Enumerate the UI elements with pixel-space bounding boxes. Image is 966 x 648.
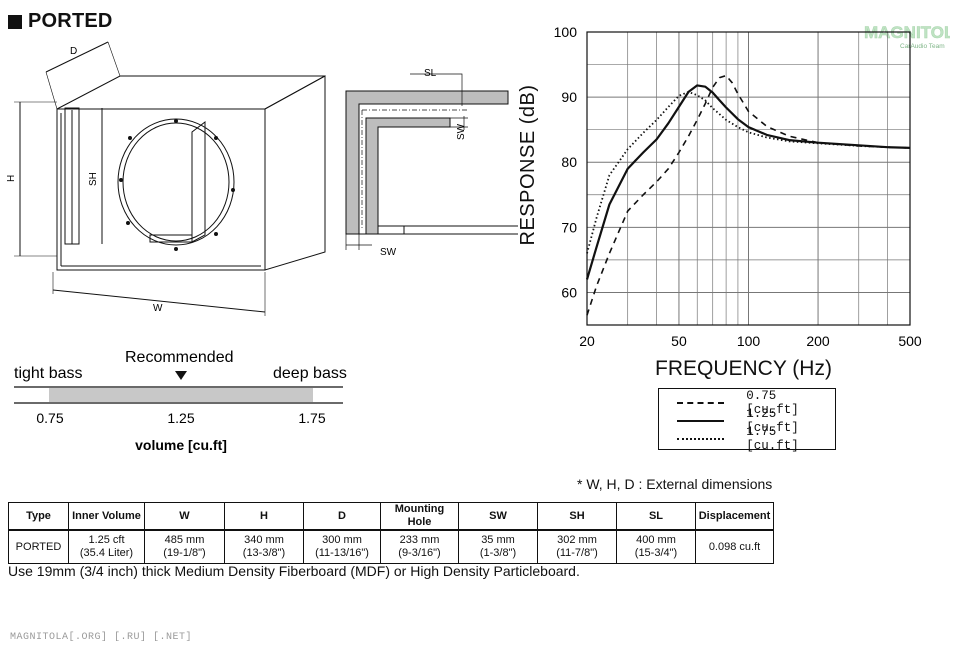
table-cell-line: (15-3/4"): [634, 547, 678, 559]
chart-frame: [586, 31, 911, 326]
chart-ylabel: RESPONSE (dB): [516, 84, 539, 246]
series-line-dotted: [586, 91, 911, 254]
scale-tick-1: 0.75: [36, 410, 63, 426]
page-title: PORTED: [28, 10, 113, 32]
table-cell-line: 233 mm: [399, 534, 440, 546]
label-sl: SL: [424, 68, 437, 79]
table-cell: 1.25 cft(35.4 Liter): [68, 529, 145, 564]
label-sw-bottom: SW: [380, 247, 397, 258]
table-cell-line: 0.098 cu.ft: [708, 540, 761, 553]
table-cell-line: (11-7/8"): [556, 547, 598, 559]
table-cell-line: 300 mm: [322, 534, 362, 546]
material-note: Use 19mm (3/4 inch) thick Medium Density…: [8, 563, 580, 579]
table-cell-line: 1.25 cft: [88, 534, 125, 546]
label-sh: SH: [88, 172, 99, 186]
x-tick-label: 100: [737, 333, 761, 349]
logo-tagline: CarAudio Team: [900, 43, 945, 50]
frequency-response-chart: 60 70 80 90 100 20 50 100 200 500: [554, 24, 922, 349]
section-title: PORTED: [8, 10, 113, 33]
table-cell-line: (19-1/8"): [163, 547, 206, 559]
recommended-volume-band: [49, 388, 313, 402]
table-header-cell: D: [303, 502, 381, 531]
recommended-marker-icon: [175, 371, 187, 380]
legend-item: 0.75 [cu.ft]: [677, 389, 835, 417]
scale-xlabel: volume [cu.ft]: [135, 437, 227, 453]
table-header-cell: W: [144, 502, 225, 531]
y-tick-label: 90: [561, 89, 577, 105]
scale-tick-3: 1.75: [298, 410, 325, 426]
legend-label: 1.25 [cu.ft]: [746, 407, 799, 435]
x-tick-label: 500: [898, 333, 922, 349]
enclosure-isometric-drawing: D H SH W: [6, 41, 326, 316]
table-cell-line: (13-3/8"): [242, 547, 286, 559]
table-cell-line: (11-13/16"): [315, 547, 369, 559]
table-cell-line: (1-3/8"): [479, 547, 517, 559]
series-line-dashed: [586, 74, 911, 316]
chart-xlabel: FREQUENCY (Hz): [655, 357, 832, 380]
dimension-w-line: [52, 289, 266, 313]
scale-right-label: deep bass: [273, 365, 347, 382]
table-cell-line: (35.4 Liter): [79, 547, 134, 559]
legend-item: 1.75 [cu.ft]: [677, 425, 835, 453]
dimensions-note: * W, H, D : External dimensions: [577, 476, 773, 492]
enclosure-side-face: [264, 75, 326, 271]
table-cell-line: PORTED: [15, 540, 62, 553]
x-tick-label: 50: [671, 333, 687, 349]
port-cross-section-drawing: SL SW SW: [345, 68, 518, 258]
chart-legend: 0.75 [cu.ft] 1.25 [cu.ft] 1.75 [cu.ft]: [658, 388, 836, 453]
table-cell: 400 mm(15-3/4"): [616, 529, 696, 564]
y-tick-label: 80: [561, 154, 577, 170]
table-header-cell: Type: [8, 502, 69, 531]
table-header-cell: SH: [537, 502, 617, 531]
table-cell: PORTED: [8, 529, 69, 564]
table-cell-line: 485 mm: [164, 534, 205, 546]
legend-dotted-swatch: [677, 438, 725, 440]
legend-label: 1.75 [cu.ft]: [746, 425, 799, 453]
y-tick-label: 70: [561, 219, 577, 235]
table-header-cell: SL: [616, 502, 696, 531]
table-cell: 233 mm(9-3/16"): [380, 529, 459, 564]
table-cell-line: 340 mm: [244, 534, 284, 546]
table-cell-line: 302 mm: [557, 534, 597, 546]
title-square-icon: [8, 14, 22, 29]
y-tick-label: 100: [554, 24, 578, 40]
table-cell: 0.098 cu.ft: [695, 529, 774, 564]
sl-leader: [410, 73, 463, 106]
volume-scale: tight bass Recommended deep bass 0.75 1.…: [14, 349, 347, 453]
x-tick-label: 200: [806, 333, 830, 349]
table-header-cell: Displacement: [695, 502, 774, 531]
table-cell-line: 400 mm: [636, 534, 676, 546]
table-cell-line: 35 mm: [481, 534, 515, 546]
table-header-cell: Inner Volume: [68, 502, 145, 531]
series-line-solid: [585, 84, 911, 280]
label-sw-top: SW: [456, 123, 467, 140]
y-tick-label: 60: [561, 284, 577, 300]
legend-solid-swatch: [677, 420, 725, 422]
legend-dashed-swatch: [677, 402, 725, 404]
table-cell: 35 mm(1-3/8"): [458, 529, 538, 564]
table-cell: 302 mm(11-7/8"): [537, 529, 617, 564]
x-tick-label: 20: [579, 333, 595, 349]
dimension-d-line: [45, 41, 109, 73]
legend-label: 0.75 [cu.ft]: [746, 389, 799, 417]
scale-center-label: Recommended: [125, 349, 234, 366]
table-header-cell: Mounting Hole: [380, 502, 459, 531]
watermark-text: MAGNITOLA[.ORG] [.RU] [.NET]: [10, 632, 193, 643]
label-d: D: [70, 46, 77, 57]
scale-tick-2: 1.25: [167, 410, 194, 426]
table-cell: 485 mm(19-1/8"): [144, 529, 225, 564]
scale-left-label: tight bass: [14, 365, 82, 382]
label-w: W: [153, 303, 163, 314]
label-h: H: [6, 175, 17, 182]
table-header-cell: H: [224, 502, 304, 531]
table-cell: 300 mm(11-13/16"): [303, 529, 381, 564]
table-cell-line: (9-3/16"): [398, 547, 441, 559]
table-header-cell: SW: [458, 502, 538, 531]
table-cell: 340 mm(13-3/8"): [224, 529, 304, 564]
legend-item: 1.25 [cu.ft]: [677, 407, 835, 435]
